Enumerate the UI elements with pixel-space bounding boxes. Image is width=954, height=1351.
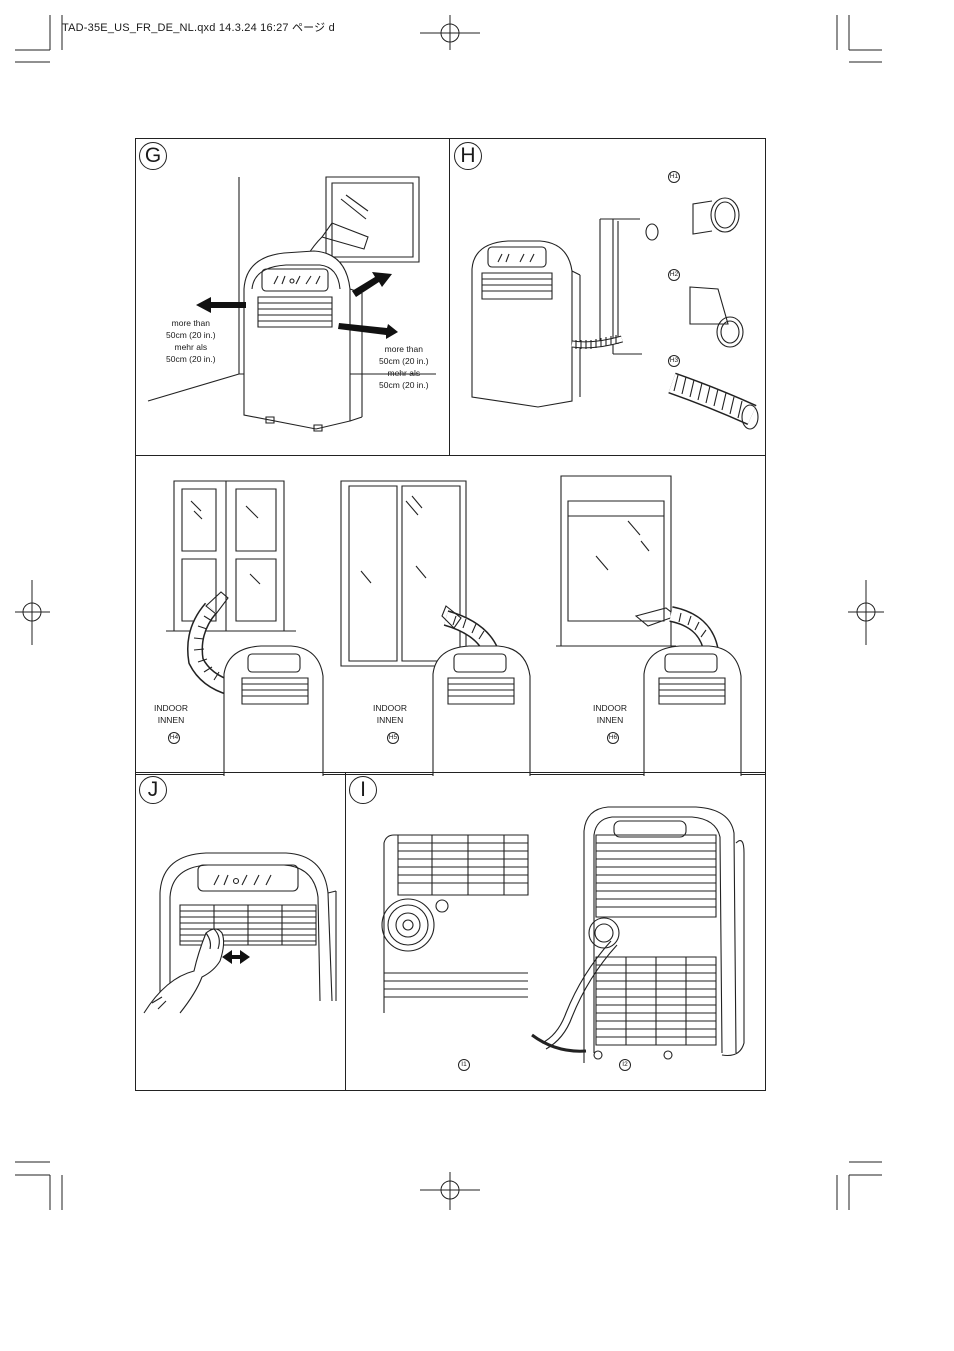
panel-h: H1 H2 H3 H (449, 138, 766, 456)
part-h2-tag: H2 (668, 269, 680, 281)
step-i1-tag: I1 (458, 1059, 470, 1071)
illustration-exhaust-kit (450, 139, 767, 457)
panel-i: I1 I2 I (345, 772, 766, 1091)
header-file-info: TAD-35E_US_FR_DE_NL.qxd 14.3.24 16:27 ペー… (62, 22, 335, 34)
registration-mark-icon (15, 15, 884, 1210)
arrow-icon (196, 272, 398, 339)
part-h1-tag: H1 (668, 171, 680, 183)
panel-g: more than 50cm (20 in.) mehr als 50cm (2… (135, 138, 450, 456)
panel-window-installs: INDOOR INNEN H4 INDOOR INNEN H5 INDOOR I… (135, 455, 767, 776)
illustration-drain (346, 773, 767, 1092)
panel-j-badge: J (139, 776, 167, 804)
illustration-window-types (136, 456, 767, 776)
illustration-louver-adjust (136, 773, 347, 1092)
scene-h6-tag: H6 (607, 732, 619, 744)
panel-g-badge: G (139, 142, 167, 170)
panel-j: J (135, 772, 346, 1091)
illustration-corner-placement (136, 139, 451, 457)
step-i2-tag: I2 (619, 1059, 631, 1071)
part-h3-tag: H3 (668, 355, 680, 367)
scene-h6-label: INDOOR INNEN (593, 703, 627, 725)
panel-i-badge: I (349, 776, 377, 804)
scene-h4-tag: H4 (168, 732, 180, 744)
panel-h-badge: H (454, 142, 482, 170)
left-clearance-note: more than 50cm (20 in.) mehr als 50cm (2… (166, 318, 216, 364)
right-clearance-note: more than 50cm (20 in.) mehr als 50cm (2… (379, 344, 429, 390)
scene-h4-label: INDOOR INNEN (154, 703, 188, 725)
scene-h5-tag: H5 (387, 732, 399, 744)
double-arrow-icon (222, 950, 250, 964)
scene-h5-label: INDOOR INNEN (373, 703, 407, 725)
